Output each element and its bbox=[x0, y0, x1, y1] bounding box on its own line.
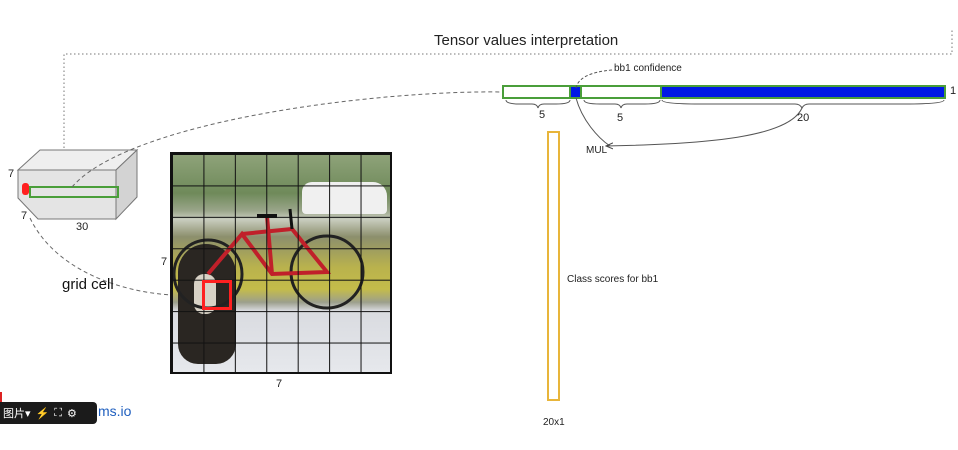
vector-blue-class-segment bbox=[660, 85, 946, 99]
tensor-depth-label: 30 bbox=[76, 221, 89, 233]
tensor-height-label: 7 bbox=[8, 168, 15, 180]
lightning-icon[interactable]: ⚡ bbox=[35, 407, 50, 420]
vector-end-label: 1 bbox=[950, 85, 957, 97]
dashed-curve-tensor-to-vector bbox=[71, 91, 503, 188]
class-scores-label: Class scores for bb1 bbox=[567, 274, 659, 285]
gear-icon[interactable]: ⚙ bbox=[66, 407, 77, 420]
tensor-box bbox=[16, 148, 139, 221]
grid-rows-label: 7 bbox=[161, 256, 168, 268]
confidence-pointer bbox=[575, 69, 613, 89]
mul-arrow-from-classes bbox=[606, 107, 803, 146]
segment-3-size-label: 20 bbox=[797, 112, 810, 124]
red-marker bbox=[0, 392, 2, 404]
tensor-green-slice bbox=[29, 186, 119, 198]
highlighted-grid-cell bbox=[202, 280, 232, 310]
dashed-curve-to-grid-cell bbox=[29, 217, 173, 296]
segment-1-size-label: 5 bbox=[539, 109, 546, 121]
vector-green-segment-2 bbox=[580, 85, 662, 99]
segment-2-size-label: 5 bbox=[617, 112, 624, 124]
brand-link-text[interactable]: ms.io bbox=[98, 403, 132, 419]
mul-curve-from-confidence bbox=[575, 97, 611, 147]
grid-cols-label: 7 bbox=[276, 378, 283, 390]
brace-seg3 bbox=[661, 99, 945, 110]
grid-cell-label: grid cell bbox=[62, 276, 114, 293]
brace-seg1 bbox=[505, 99, 571, 109]
diagram-title: Tensor values interpretation bbox=[434, 32, 619, 49]
class-scores-column bbox=[547, 131, 560, 401]
mul-label: MUL bbox=[586, 145, 608, 156]
tensor-red-cell bbox=[22, 183, 29, 195]
bb1-confidence-label: bb1 confidence bbox=[614, 63, 682, 74]
fullscreen-icon[interactable]: ⛶ bbox=[54, 406, 62, 419]
output-vector bbox=[502, 85, 946, 99]
vector-blue-confidence bbox=[569, 85, 582, 99]
grid-overlay bbox=[172, 154, 390, 372]
brace-seg2 bbox=[583, 99, 661, 109]
grid-image bbox=[170, 152, 392, 374]
tensor-width-label: 7 bbox=[21, 210, 28, 222]
toolbar-menu-label[interactable]: 图片▾ bbox=[3, 408, 31, 420]
class-scores-size-label: 20x1 bbox=[543, 417, 565, 428]
image-toolbar[interactable]: 图片▾ ⚡ ⛶ ⚙ bbox=[0, 402, 97, 424]
vector-green-segment-1 bbox=[502, 85, 571, 99]
dotted-frame bbox=[63, 30, 953, 152]
